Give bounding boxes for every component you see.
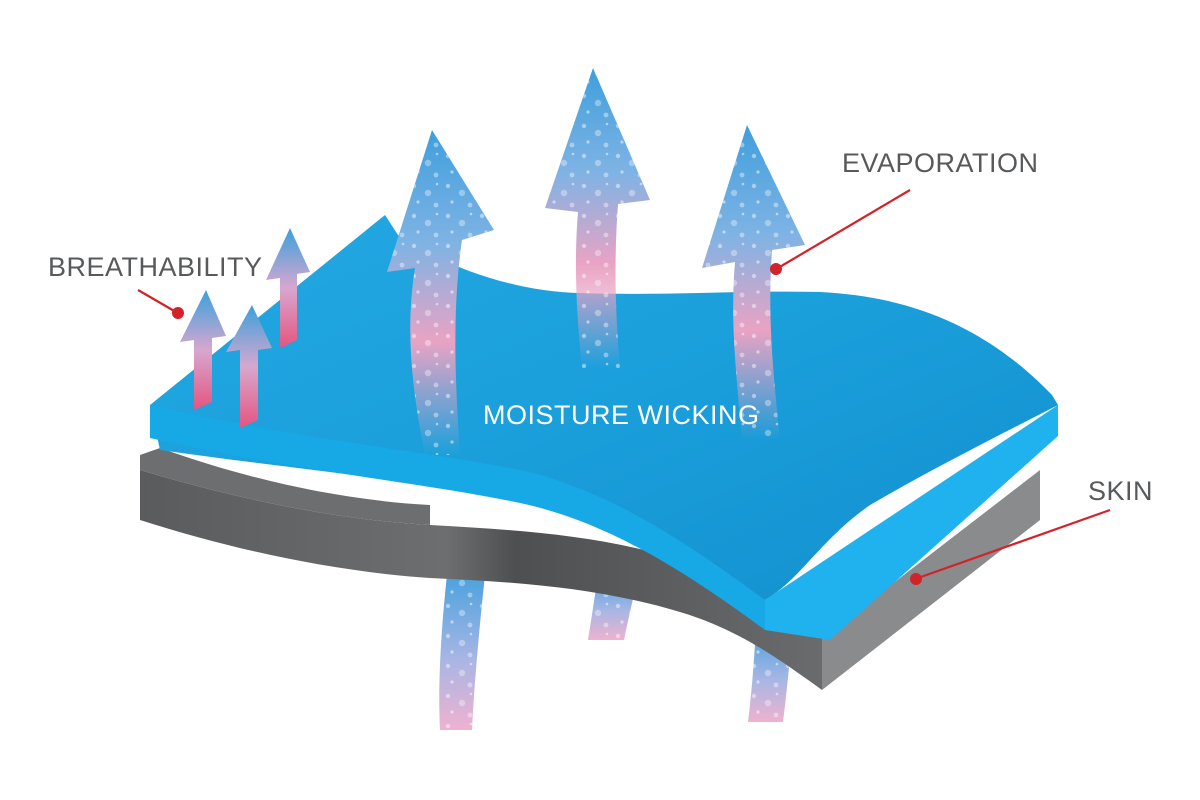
label-moisture-wicking: MOISTURE WICKING xyxy=(483,400,760,430)
fabric-top-surface xyxy=(150,215,1058,600)
fabric-side-edge xyxy=(765,405,1058,640)
breathability-arrow-2 xyxy=(226,305,272,428)
callout-breathability: BREATHABILITY xyxy=(48,252,263,319)
label-skin: SKIN xyxy=(1088,476,1153,506)
fabric-front-edge xyxy=(150,405,765,630)
evaporation-arrows xyxy=(387,68,805,455)
skin-layer xyxy=(140,448,1040,690)
callout-dot xyxy=(172,307,184,319)
breathability-arrows xyxy=(180,228,310,428)
callout-skin: SKIN xyxy=(910,476,1153,585)
callout-evaporation: EVAPORATION xyxy=(770,148,1039,275)
fabric-layer xyxy=(150,215,1058,640)
callout-dot xyxy=(910,573,922,585)
label-breathability: BREATHABILITY xyxy=(48,252,263,282)
label-evaporation: EVAPORATION xyxy=(842,148,1039,178)
breathability-arrow-3 xyxy=(266,228,310,348)
skin-layer-side xyxy=(822,470,1040,690)
breathability-arrow-1 xyxy=(180,290,226,410)
skin-layer-edge xyxy=(140,470,822,690)
callout-dot xyxy=(770,263,782,275)
